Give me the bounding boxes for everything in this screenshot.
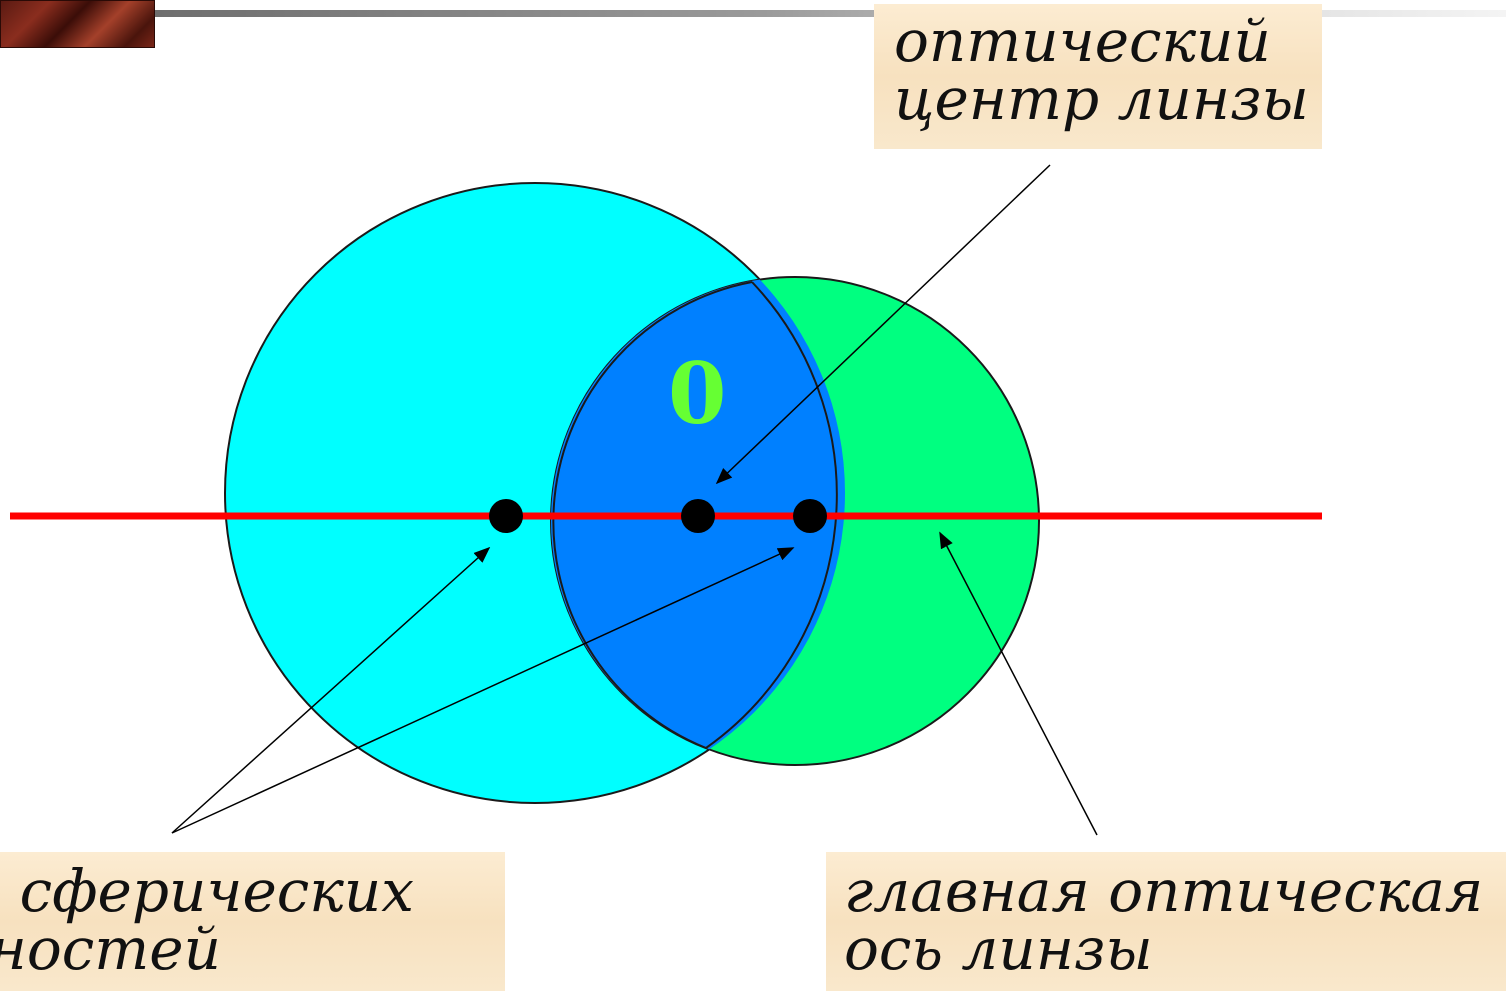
optical-center-label: оптический центр линзы	[874, 4, 1322, 149]
surface-centers-label-line-2: кностей	[0, 915, 221, 983]
left-surface-center-point	[489, 499, 523, 533]
optical-center-point	[681, 499, 715, 533]
main-axis-pointer-arrow	[939, 531, 1098, 836]
top-decorative-bar	[155, 10, 1506, 17]
main-axis-label-line-2: ось линзы	[844, 915, 1153, 983]
main-axis-label-line-1: главная оптическая	[844, 857, 1484, 925]
surface-centers-label: ы сферических кностей	[0, 852, 505, 991]
lens-right-arc	[705, 281, 838, 749]
surface-centers-label-line-1: ы сферических	[0, 857, 414, 925]
main-axis-label: главная оптическая ось линзы	[826, 852, 1506, 991]
left-center-pointer-arrow	[171, 546, 491, 834]
right-center-pointer-arrow	[171, 547, 795, 834]
optical-center-label-line-1: оптический	[894, 7, 1271, 75]
right-surface-center-point	[793, 499, 827, 533]
lens-left-arc	[552, 281, 753, 749]
optical-center-pointer-arrow	[715, 164, 1051, 485]
optical-center-letter: 0	[668, 344, 727, 443]
corner-photo	[0, 0, 155, 48]
optical-center-label-line-2: центр линзы	[894, 65, 1309, 133]
